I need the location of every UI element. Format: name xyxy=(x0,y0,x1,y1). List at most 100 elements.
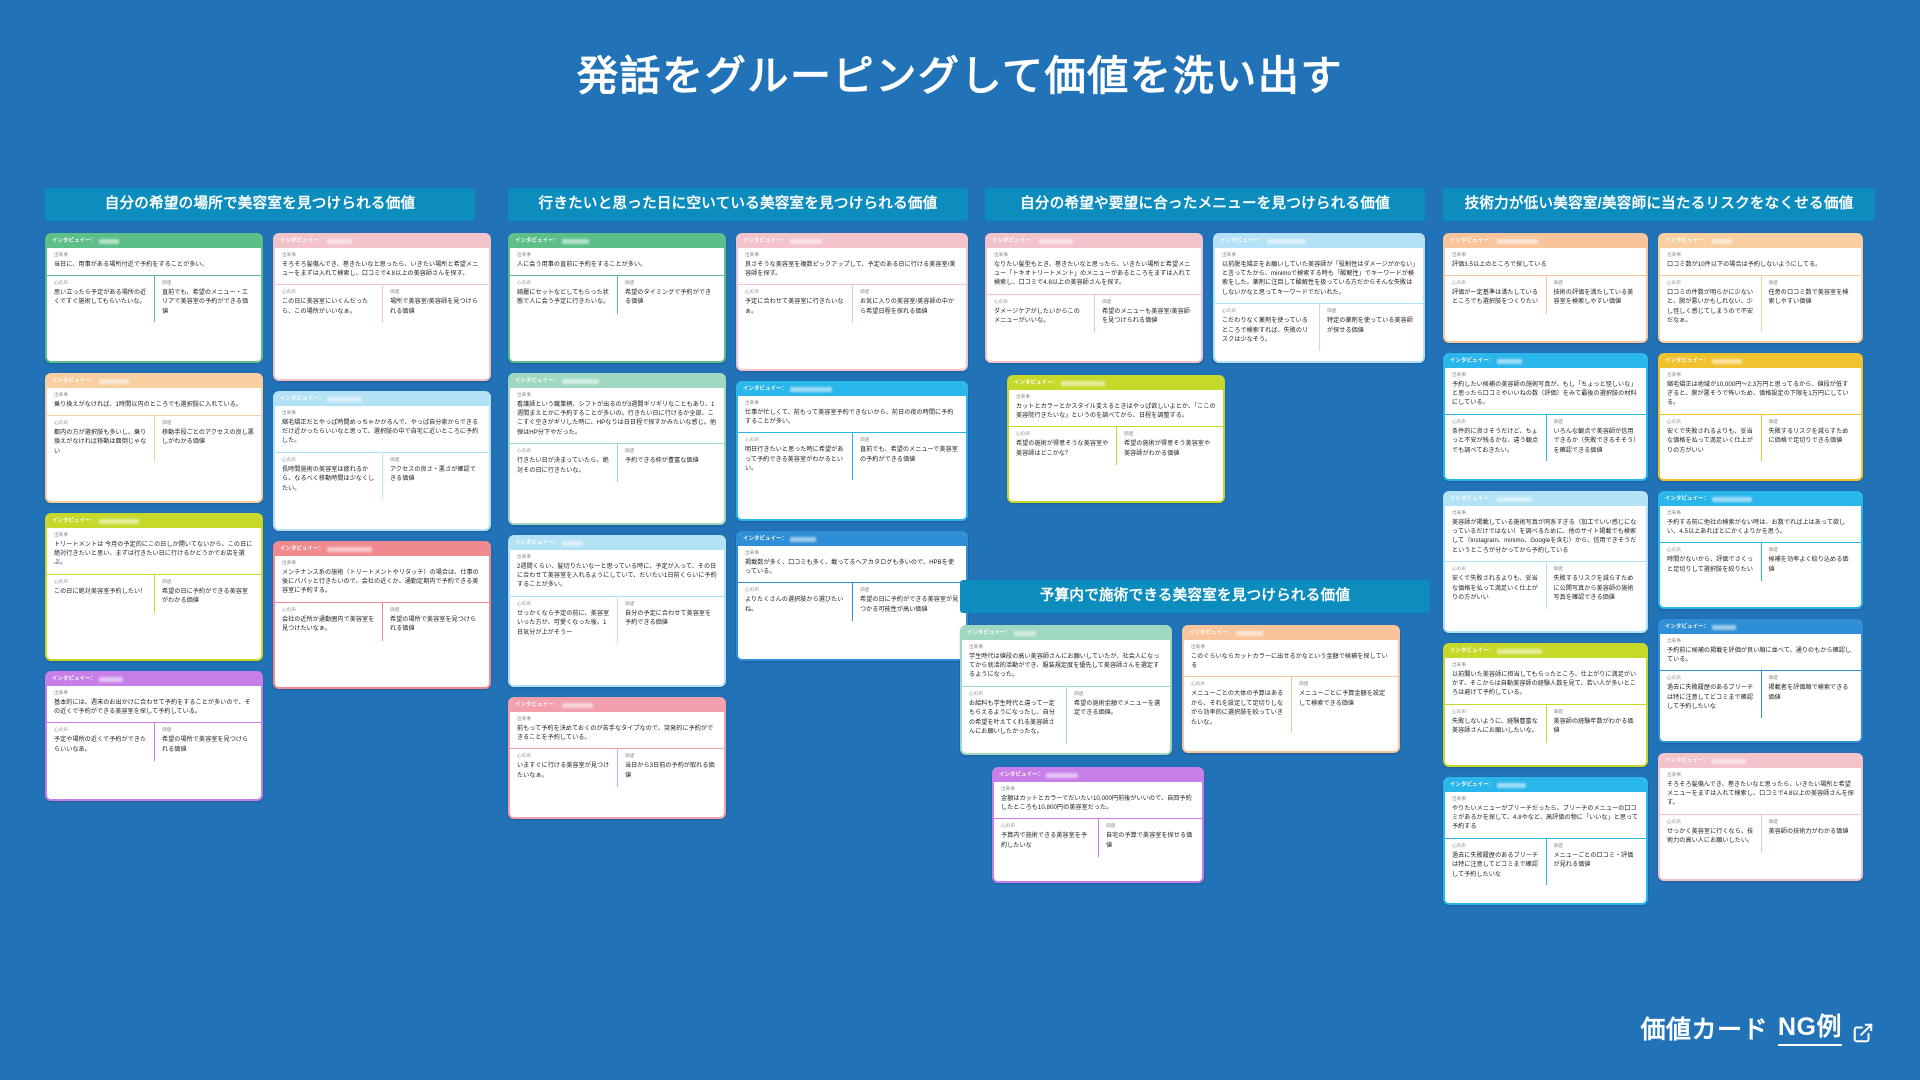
value-text: 自宅の予算で美容室を探せる価値 xyxy=(1106,832,1193,849)
value-card[interactable]: インタビュイー：出来事そろそろ髪傷んでき、巻きたいなと思ったら、いきたい場所と希… xyxy=(273,233,491,382)
footer-highlight: NG例 xyxy=(1777,1007,1842,1046)
redacted-name xyxy=(1267,239,1306,244)
card-columns: 心の声安くで失敗されるよりも、妥当な価格を払って満足いく仕上がりの方がいい価値失… xyxy=(1445,562,1647,609)
inner-voice-text: 評価が一定基準は満たしているところでも選択肢をつくりたい xyxy=(1452,288,1539,306)
value-card[interactable]: インタビュイー：出来事人に会う用事の直前に予約をすることが多い。心の声綺麗にセッ… xyxy=(508,233,726,364)
interviewee-label: インタビュイー： xyxy=(280,237,324,244)
value-card[interactable]: インタビュイー：出来事口コミ数が10件以下の場合は予約しないようにしてる。心の声… xyxy=(1658,233,1863,344)
event-text: そろそろ髪傷んでき、巻きたいなと思ったら、いきたい場所と希望メニューをまずは入れ… xyxy=(1667,780,1854,807)
event-label: 出来事 xyxy=(1452,251,1467,257)
redacted-name xyxy=(99,519,139,524)
event-text: 美容師が掲載している施術写真が同系すぎる（加工でいい感じになっているだけではない… xyxy=(1452,518,1637,554)
inner-voice-label: 心の声 xyxy=(1667,547,1682,553)
value-card[interactable]: インタビュイー：出来事前もって予約を決めておくのが苦手なタイプなので、突発的に予… xyxy=(508,697,726,820)
value-card[interactable]: インタビュイー：出来事なりたい髪型もとき、巻きたいなと思ったら、いきたい場所と希… xyxy=(985,233,1203,364)
inner-voice-label: 心の声 xyxy=(745,289,760,295)
card-columns: 心の声行きたい日が決まっていたら、絶対その日に行きたいな。価値予約できる枠が豊富… xyxy=(510,444,724,483)
card-inner-voice-section: 心の声よりたくさんの選択肢から選びたいね。 xyxy=(738,583,852,621)
redacted-name xyxy=(1712,359,1742,364)
value-card[interactable]: インタビュイー：出来事看護師という職業柄、シフトが出るのが3週間ギリギリなことも… xyxy=(508,373,726,526)
card-event-section: 出来事美容師が掲載している施術写真が同系すぎる（加工でいい感じになっているだけで… xyxy=(1445,505,1646,563)
redacted-name xyxy=(1046,773,1078,778)
interviewee-label: インタビュイー： xyxy=(52,377,96,384)
card-event-section: 出来事掲載数が多く、口コミも多く、載ってるヘアカタログも多いので、HPBを使って… xyxy=(738,545,966,584)
value-card[interactable]: インタビュイー：出来事予約前に候補の掲載を評価が良い順に並べて、通りのもから確認… xyxy=(1658,619,1863,744)
value-text: 希望のメニューも美容室/美容師を見つけられる価値 xyxy=(1102,307,1190,325)
event-text: 予約する前に他社の検索がない時は、お数でれば上はあって欲しい、4.5以上あればと… xyxy=(1667,518,1846,535)
inner-voice-label: 心の声 xyxy=(517,600,532,606)
value-text: 希望の場所で美容室を見つけられる価値 xyxy=(390,615,477,633)
value-card[interactable]: インタビュイー：出来事当日に、用事がある場所付近で予約をすることが多い。心の声思… xyxy=(45,233,263,364)
event-text: このぐらいならカットカラーに出せるかなという金額で候補を探している xyxy=(1191,652,1388,669)
group-4: 技術力が低い美容室/美容師に当たるリスクをなくせる価値インタビュイー：出来事評価… xyxy=(1443,188,1875,906)
value-card[interactable]: インタビュイー：出来事良さそうな美容室を複数ピックアップして、予定のある日に行け… xyxy=(736,233,968,372)
value-card[interactable]: インタビュイー：出来事仕事が忙しくて、前もって美容室予約できないから、前日の夜の… xyxy=(736,381,968,522)
value-card[interactable]: インタビュイー：出来事予約する前に他社の検索がない時は、お数でれば上はあって欲し… xyxy=(1658,491,1863,610)
value-card[interactable]: インタビュイー：出来事学生時代は値段の高い美容師さんにお願いしていたが、社会人に… xyxy=(960,625,1172,756)
value-card[interactable]: インタビュイー：出来事このぐらいならカットカラーに出せるかなという金額で候補を探… xyxy=(1182,625,1400,754)
inner-voice-text: 予定や場所の近くで予約ができたらいいなあ。 xyxy=(54,736,147,753)
card-interviewee-header: インタビュイー： xyxy=(738,235,966,248)
card-value-section: 価値希望の日に予約ができる美容室が見つかる可能性が高い価値 xyxy=(852,583,966,622)
inner-voice-label: 心の声 xyxy=(282,606,297,612)
card-value-section: 価値直前でも、希望のメニュー・エリアで美容室の予約ができる価値 xyxy=(154,275,261,323)
value-label: 価値 xyxy=(390,606,400,612)
card-columns: 心の声お給料も学生時代と違って一定もらえるようになったし、自分の希望を叶えてくれ… xyxy=(962,686,1170,743)
card-columns: 心の声時間がないから、評価でさくっと足切りして選択肢を絞りたい価値候補を効率よく… xyxy=(1660,543,1861,582)
value-card[interactable]: インタビュイー：出来事メンテナンス系の施術（トリートメントやリタッチ）の場合は、… xyxy=(273,541,491,690)
redacted-name xyxy=(1497,359,1522,364)
value-label: 価値 xyxy=(1768,418,1778,424)
event-label: 出来事 xyxy=(517,251,532,257)
interviewee-label: インタビュイー： xyxy=(52,517,96,524)
card-interviewee-header: インタビュイー： xyxy=(510,375,724,388)
interviewee-label: インタビュイー： xyxy=(999,771,1043,778)
card-value-section: 価値アクセスの良さ・悪さが確認できる価値 xyxy=(382,452,489,500)
card-interviewee-header: インタビュイー： xyxy=(1445,645,1646,658)
inner-voice-text: 思い立ったら予定がある場所の近くですぐ施術してもらいたいな。 xyxy=(54,288,147,306)
value-label: 価値 xyxy=(1768,547,1778,553)
card-interviewee-header: インタビュイー： xyxy=(738,533,966,546)
event-label: 出来事 xyxy=(1667,509,1682,515)
event-text: 評価3.5以上のところで探している xyxy=(1452,260,1547,268)
card-inner-voice-section: 心の声せっかくなら予定の前に、美容室いった方が、可愛くなった後、1日気分が上がそ… xyxy=(510,597,617,643)
interviewee-label: インタビュイー： xyxy=(743,237,787,244)
value-card[interactable]: インタビュイー：出来事以前聞いた美容師に担当してもらったところ、仕上がりに満足が… xyxy=(1443,643,1648,768)
value-text: 任意の口コミ数で美容室を検索しやすい価値 xyxy=(1768,288,1849,306)
card-interviewee-header: インタビュイー： xyxy=(510,699,724,712)
value-card[interactable]: インタビュイー：出来事縮毛矯正だとやっぱ時間めっちゃかかるんで、やっぱ自分家から… xyxy=(273,391,491,532)
value-card[interactable]: インタビュイー：出来事美容師が掲載している施術写真が同系すぎる（加工でいい感じに… xyxy=(1443,491,1648,634)
value-text: 特定の薬剤を使っている美容師が探せる価値 xyxy=(1327,317,1413,334)
value-card[interactable]: インタビュイー：出来事トリートメントは 今月の予定的にこの日しか開いてないから、… xyxy=(45,513,263,662)
value-card[interactable]: インタビュイー：出来事やりたいメニューがブリーチだったら、ブリーチのメニューの口… xyxy=(1443,777,1648,906)
card-columns: 心の声こだわりなく薬剤を使っているところで検索すれば、失敗のリスクは少なそう。価… xyxy=(1215,304,1423,351)
value-card[interactable]: インタビュイー：出来事縮毛矯正は地域が10,000円～2.3万円と思ってるから、… xyxy=(1658,353,1863,482)
card-columns: 心の声長時間施術の美容室は疲れるから、なるべく移動時間は少なくしたい。価値アクセ… xyxy=(275,452,489,500)
value-card[interactable]: インタビュイー：出来事金額はカットとカラーでだいたい10,000円前後がいいので… xyxy=(992,767,1204,884)
interviewee-label: インタビュイー： xyxy=(1665,757,1709,764)
inner-voice-text: 失敗しないように、経験豊富な美容師さんにお願いしたいな。 xyxy=(1452,717,1539,735)
event-label: 出来事 xyxy=(54,531,69,537)
value-card[interactable]: インタビュイー：出来事基本的には、週末のお出かけに合わせて予約をすることが多いの… xyxy=(45,671,263,802)
value-card[interactable]: インタビュイー：出来事評価3.5以上のところで探している心の声評価が一定基準は満… xyxy=(1443,233,1648,344)
value-card[interactable]: インタビュイー：出来事以前脱毛矯正をお願いしていた美容師が「役割性はダメージがか… xyxy=(1213,233,1425,364)
card-inner-voice-section: 心の声綺麗にセットなどしてもらった状態で人に会う予定に行きたいな。 xyxy=(510,276,617,314)
card-interviewee-header: インタビュイー： xyxy=(1660,755,1861,768)
value-card[interactable]: インタビュイー：出来事乗り換えがなければ、1時間以内のところでも選択肢に入れてい… xyxy=(45,373,263,504)
value-card[interactable]: インタビュイー：出来事掲載数が多く、口コミも多く、載ってるヘアカタログも多いので… xyxy=(736,531,968,662)
value-card[interactable]: インタビュイー：出来事予約したい候補の美容師の施術写真が、もし「ちょっと怪しいな… xyxy=(1443,353,1648,482)
card-interviewee-header: インタビュイー： xyxy=(994,769,1202,782)
card-inner-voice-section: 心の声いますぐに行ける美容室が見つけたいなぁ。 xyxy=(510,749,617,787)
group-header: 自分の希望の場所で美容室を見つけられる価値 xyxy=(45,188,475,222)
event-text: 基本的には、週末のお出かけに合わせて予約をすることが多いので、その近くで予約がで… xyxy=(54,698,251,715)
value-label: 価値 xyxy=(625,279,635,285)
value-card[interactable]: インタビュイー：出来事そろそろ髪傷んでき、巻きたいなと思ったら、いきたい場所と希… xyxy=(1658,753,1863,882)
inner-voice-text: 安くで失敗されるよりも、妥当な価格を払って満足いく仕上がりの方がいい xyxy=(1452,575,1538,602)
card-value-section: 価値失敗するリスクを減らすために公開写真から美容師の施術写真を確認できる価値 xyxy=(1545,562,1647,609)
value-card[interactable]: インタビュイー：出来事カットとカラーとかスタイル変えるときはやっぱ欲しいよとか、… xyxy=(1007,375,1225,504)
card-inner-voice-section: 心の声この日に絶対美容室予約したい！ xyxy=(47,575,154,613)
card-interviewee-header: インタビュイー： xyxy=(47,235,261,248)
event-label: 出来事 xyxy=(1001,785,1016,791)
